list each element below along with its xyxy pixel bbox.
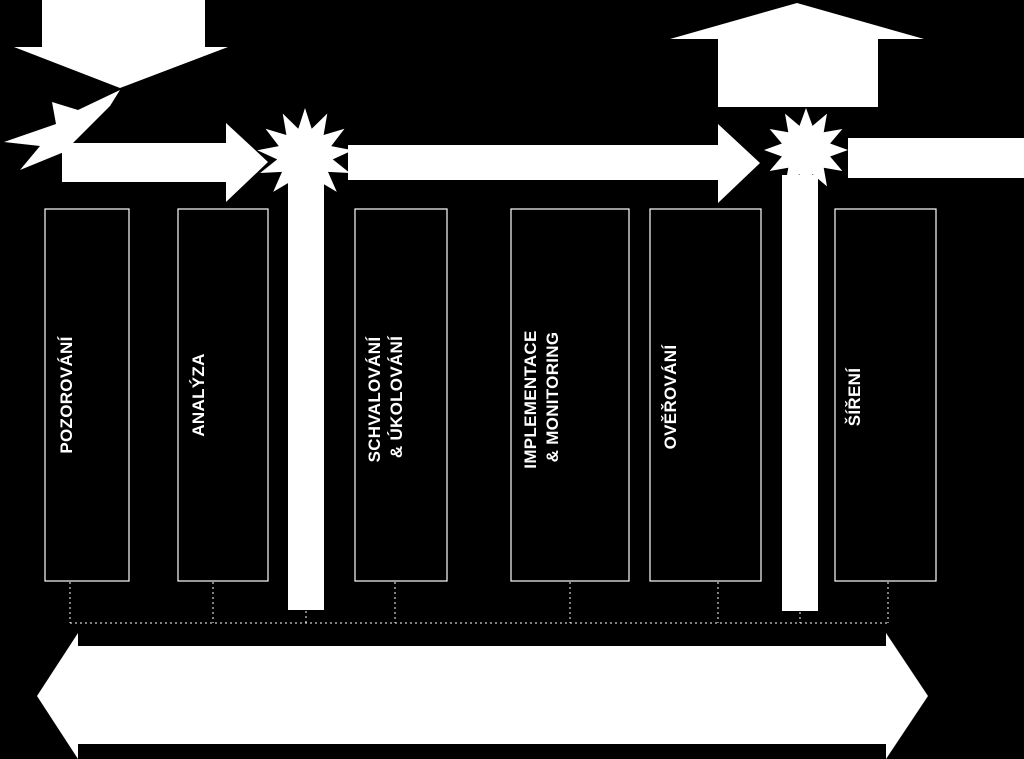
pillar-2 bbox=[782, 175, 818, 611]
starburst-start bbox=[4, 90, 120, 170]
flow-arrow-2 bbox=[348, 124, 760, 203]
stage-box bbox=[354, 208, 448, 582]
flow-arrow-1 bbox=[62, 123, 268, 202]
stage-overovani: OVĚŘOVÁNÍ bbox=[649, 208, 762, 582]
output-arrow bbox=[670, 3, 924, 107]
stage-schvalovani: SCHVALOVÁNÍ & ÚKOLOVÁNÍ bbox=[354, 208, 448, 582]
stage-label: IMPLEMENTACE & MONITORING bbox=[521, 325, 562, 468]
starburst-decision-2 bbox=[764, 108, 848, 192]
stage-box bbox=[510, 208, 630, 582]
stage-box bbox=[649, 208, 762, 582]
pillar-1 bbox=[288, 172, 324, 610]
stage-label: ŠÍŘENÍ bbox=[845, 367, 864, 426]
dotted-connectors bbox=[69, 582, 889, 624]
stage-sireni: ŠÍŘENÍ bbox=[834, 208, 937, 582]
stage-box bbox=[834, 208, 937, 582]
flow-bar-end bbox=[848, 138, 1024, 178]
stage-label: SCHVALOVÁNÍ & ÚKOLOVÁNÍ bbox=[365, 332, 406, 463]
input-arrow bbox=[14, 0, 228, 88]
stage-box bbox=[177, 208, 269, 582]
stage-pozorovani: POZOROVÁNÍ bbox=[44, 208, 130, 582]
stage-box bbox=[44, 208, 130, 582]
stage-implementace: IMPLEMENTACE & MONITORING bbox=[510, 208, 630, 582]
stage-analyza: ANALÝZA bbox=[177, 208, 269, 582]
bottom-double-arrow bbox=[37, 633, 928, 759]
stage-label: OVĚŘOVÁNÍ bbox=[661, 344, 680, 450]
stage-label: ANALÝZA bbox=[189, 353, 208, 436]
stage-label: POZOROVÁNÍ bbox=[57, 335, 76, 453]
starburst-decision-1 bbox=[257, 108, 353, 203]
